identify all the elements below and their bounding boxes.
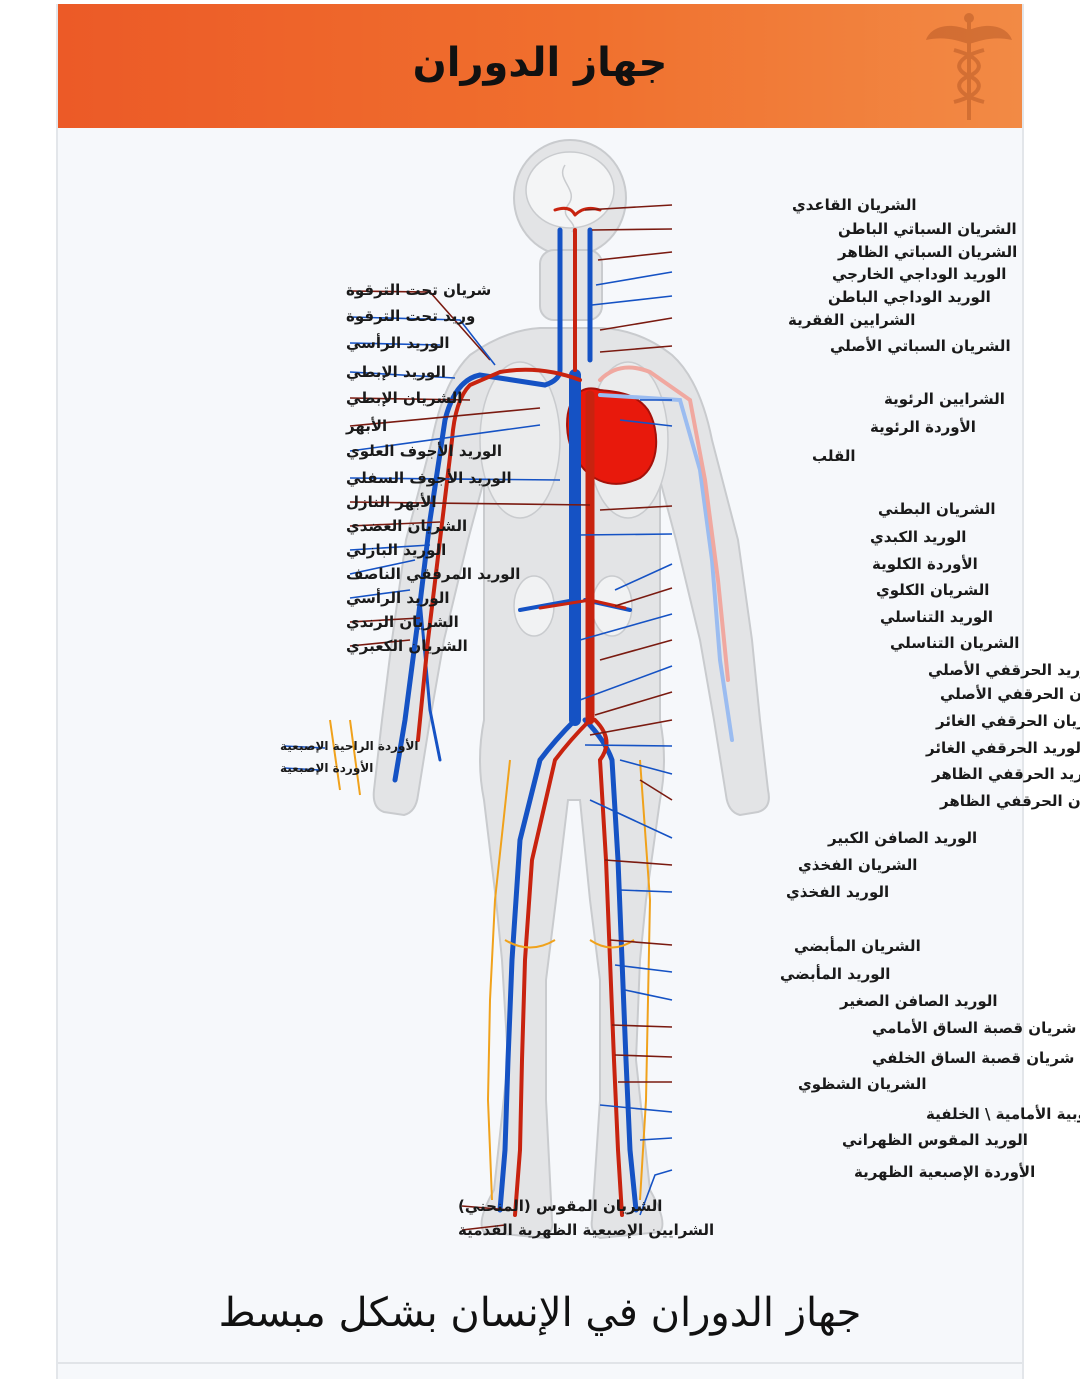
- label-fibular-artery: الشريان الشظوي: [798, 1075, 926, 1094]
- label-tibial-veins: الأوردة الظنبوبية الأمامية \ الخلفية: [926, 1105, 1080, 1123]
- label-dorsal-venous-arch: الوريد المقوس الظهراني: [842, 1131, 1028, 1149]
- label-basilic-vein: الوريد البازلي: [346, 541, 446, 559]
- label-radial-artery: الشريان الكعبري: [346, 637, 468, 656]
- label-cephalic-vein-upper: الوريد الرأسي: [346, 333, 450, 352]
- label-common-carotid-artery: الشريان السباتي الأصلي: [830, 337, 1011, 355]
- label-basilar-artery: الشريان القاعدي: [792, 196, 917, 215]
- labels-left: شريان تحت الترقوة وريد تحت الترقوة الوري…: [280, 281, 714, 1239]
- label-descending-aorta: الأبهر النازل: [346, 493, 437, 511]
- label-ulnar-artery: الشريان الزندي: [346, 613, 459, 632]
- label-gonadal-artery: الشريان التناسلي: [890, 634, 1019, 652]
- label-arcuate-artery: الشريان المقوس (المنحني): [458, 1197, 662, 1215]
- label-external-jugular-vein: الوريد الوداجي الخارجي: [832, 265, 1006, 283]
- label-hepatic-vein: الوريد الكبدي: [870, 528, 966, 547]
- label-external-carotid-artery: الشريان السباتي الظاهر: [837, 243, 1017, 261]
- label-small-saphenous-vein: الوريد الصافن الصغير: [839, 992, 998, 1010]
- label-subclavian-artery: شريان تحت الترقوة: [346, 281, 491, 299]
- label-external-iliac-artery: الشريان الحرقفي الظاهر: [939, 792, 1080, 810]
- leader-lines: [283, 204, 673, 1231]
- label-common-iliac-artery: الشريان الحرقفي الأصلي: [940, 685, 1080, 703]
- labels-right: الشريان القاعدي الشريان السباتي الباطن ا…: [780, 196, 1080, 1181]
- label-brachial-artery: الشريان العضدي: [346, 517, 467, 536]
- caduceus-icon: [926, 13, 1012, 120]
- label-femoral-artery: الشريان الفخذي: [798, 856, 917, 875]
- label-superior-vena-cava: الوريد الأجوف العلوي: [346, 442, 502, 461]
- label-median-cubital-vein: الوريد المرفقي الناصف: [346, 565, 520, 583]
- label-great-saphenous-vein: الوريد الصافن الكبير: [827, 829, 977, 847]
- circulatory-system-diagram: الشريان القاعدي الشريان السباتي الباطن ا…: [280, 139, 1080, 1240]
- label-internal-iliac-vein: الوريد الحرقفي الغائر: [925, 739, 1080, 757]
- label-internal-jugular-vein: الوريد الوداجي الباطن: [828, 288, 991, 306]
- label-digital-veins: الأوردة الإصبعية: [280, 760, 373, 776]
- label-posterior-tibial-artery: شريان قصبة الساق الخلفي: [872, 1049, 1074, 1067]
- label-subclavian-vein: وريد تحت الترقوة: [346, 307, 475, 325]
- label-external-iliac-vein: الوريد الحرقفي الظاهر: [931, 765, 1080, 783]
- label-inferior-vena-cava: الوريد الأجوف السفلي: [346, 469, 512, 487]
- label-aorta: الأبهر: [345, 417, 387, 435]
- label-cephalic-vein-lower: الوريد الرأسي: [346, 588, 450, 607]
- header-banner: جهاز الدوران: [58, 4, 1022, 128]
- label-pulmonary-veins: الأوردة الرئوية: [870, 418, 976, 436]
- label-axillary-artery: الشريان الإبطي: [346, 389, 462, 407]
- label-dorsal-digital-arteries: الشرايين الإصبعية الظهرية القدمية: [458, 1221, 714, 1239]
- label-renal-artery: الشريان الكلوي: [876, 581, 989, 600]
- label-popliteal-artery: الشريان المأبضي: [794, 936, 921, 955]
- label-celiac-artery: الشريان البطني: [878, 500, 995, 518]
- label-dorsal-digital-veins: الأوردة الإصبعية الظهرية: [854, 1163, 1035, 1181]
- label-axillary-vein: الوريد الإبطي: [346, 363, 446, 381]
- label-femoral-vein: الوريد الفخذي: [786, 883, 889, 902]
- label-heart: القلب: [812, 447, 856, 465]
- footer-divider: [58, 1362, 1022, 1364]
- label-common-iliac-vein: الوريد الحرقفي الأصلي: [928, 661, 1080, 679]
- label-gonadal-vein: الوريد التناسلي: [880, 608, 993, 626]
- label-palmar-digital-veins: الأوردة الراحية الإصبعية: [280, 738, 419, 754]
- label-anterior-tibial-artery: شريان قصبة الساق الأمامي: [872, 1019, 1076, 1037]
- label-renal-veins: الأوردة الكلوية: [872, 555, 978, 573]
- label-vertebral-arteries: الشرايين الفقرية: [788, 311, 915, 329]
- page-title: جهاز الدوران: [412, 40, 668, 86]
- label-pulmonary-arteries: الشرايين الرئوية: [884, 390, 1005, 408]
- label-internal-iliac-artery: الشريان الحرقفي الغائر: [935, 712, 1080, 730]
- veins: [392, 227, 734, 1213]
- figure-caption: جهاز الدوران في الإنسان بشكل مبسط: [218, 1290, 862, 1336]
- label-internal-carotid-artery: الشريان السباتي الباطن: [838, 220, 1017, 238]
- label-popliteal-vein: الوريد المأبضي: [780, 964, 890, 983]
